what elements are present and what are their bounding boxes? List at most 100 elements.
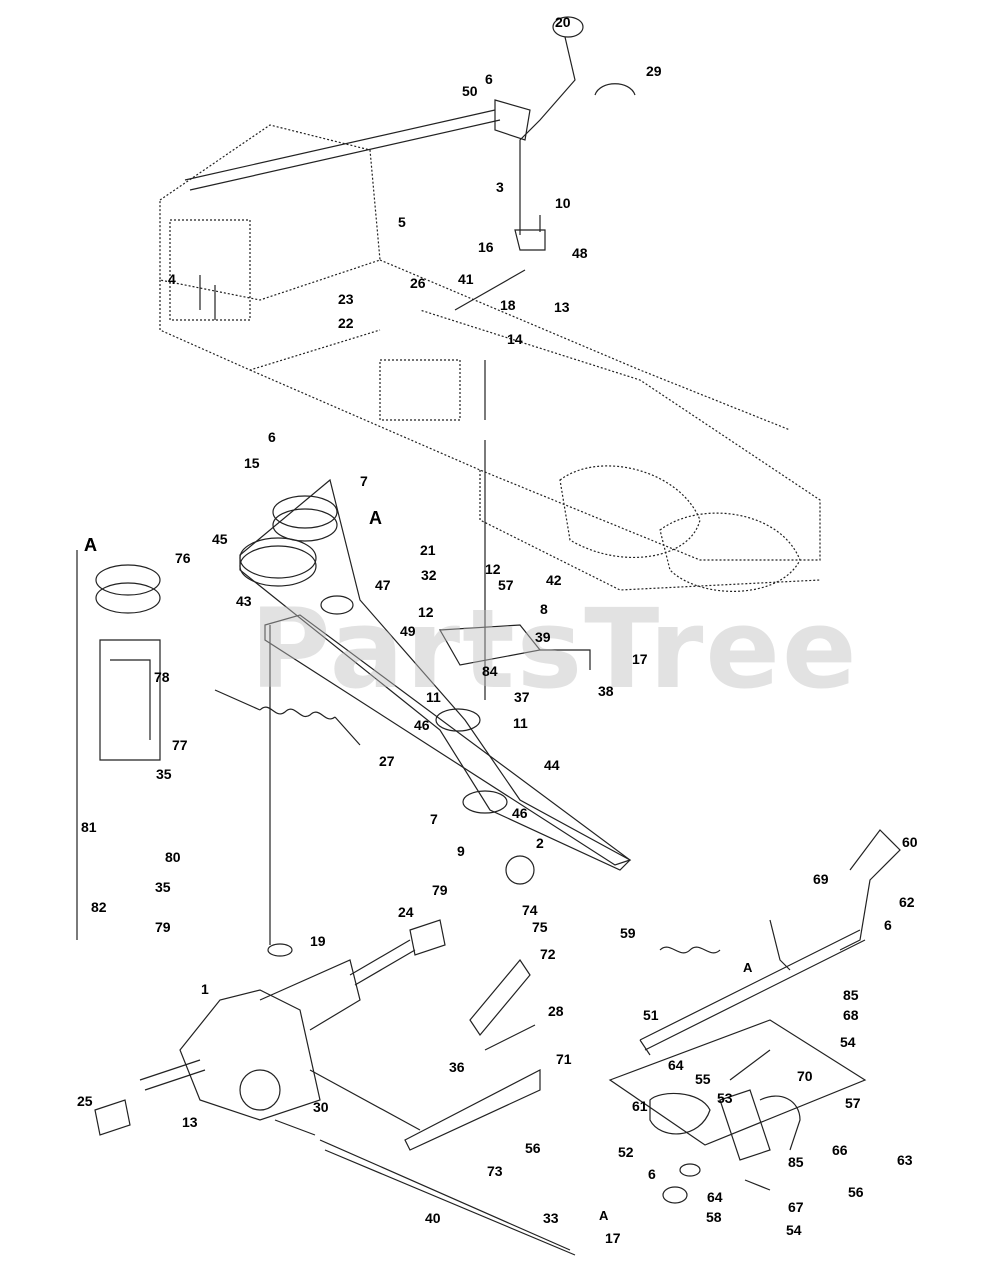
- shift-lever-drawing: [494, 16, 636, 251]
- callout: 15: [244, 455, 260, 471]
- callout: 6: [884, 917, 892, 933]
- callout: 68: [843, 1007, 859, 1023]
- callout: 80: [165, 849, 181, 865]
- callout: 74: [522, 902, 538, 918]
- callout: 7: [360, 473, 368, 489]
- callout: 38: [598, 683, 614, 699]
- callout: 33: [543, 1210, 559, 1226]
- callout: 6: [485, 71, 493, 87]
- callout: 17: [632, 651, 648, 667]
- pedal-drawing: [608, 829, 901, 1204]
- callout: 3: [496, 179, 504, 195]
- callout: 6: [648, 1166, 656, 1182]
- callout: 64: [668, 1057, 684, 1073]
- callout: 22: [338, 315, 354, 331]
- callout: 32: [421, 567, 437, 583]
- callout: 52: [618, 1144, 634, 1160]
- rod-drawing: [540, 649, 591, 670]
- callout: 30: [313, 1099, 329, 1115]
- callout: 23: [338, 291, 354, 307]
- callout: 51: [643, 1007, 659, 1023]
- callout: 40: [425, 1210, 441, 1226]
- callout: 82: [91, 899, 107, 915]
- callout: 79: [155, 919, 171, 935]
- callout: 57: [845, 1095, 861, 1111]
- rod-drawing: [309, 1069, 421, 1131]
- callout: 42: [546, 572, 562, 588]
- callout: 29: [646, 63, 662, 79]
- callout: 37: [514, 689, 530, 705]
- callout: 67: [788, 1199, 804, 1215]
- callout: 48: [572, 245, 588, 261]
- callout: 43: [236, 593, 252, 609]
- callout: 9: [457, 843, 465, 859]
- callout: 46: [512, 805, 528, 821]
- callout: 53: [717, 1090, 733, 1106]
- callout: 69: [813, 871, 829, 887]
- callout: 28: [548, 1003, 564, 1019]
- callout: 24: [398, 904, 414, 920]
- callout: 62: [899, 894, 915, 910]
- callout: 2: [536, 835, 544, 851]
- callout: 47: [375, 577, 391, 593]
- callout: 17: [605, 1230, 621, 1246]
- transaxle-drawing: [94, 919, 446, 1136]
- callout: 63: [897, 1152, 913, 1168]
- callout: 19: [310, 933, 326, 949]
- callout: 36: [449, 1059, 465, 1075]
- shaft-drawing: [184, 109, 501, 191]
- callout: 41: [458, 271, 474, 287]
- spring-drawing: [214, 689, 361, 746]
- callout: 57: [498, 577, 514, 593]
- callout: 71: [556, 1051, 572, 1067]
- callout: 27: [379, 753, 395, 769]
- callout: 7: [430, 811, 438, 827]
- bolt-drawing: [199, 215, 541, 420]
- spring-drawing: [274, 1024, 536, 1136]
- callout: 35: [155, 879, 171, 895]
- rod-drawing: [319, 1139, 576, 1256]
- callout: 70: [797, 1068, 813, 1084]
- callout: 59: [620, 925, 636, 941]
- callout: 35: [156, 766, 172, 782]
- bracket-drawing: [99, 639, 161, 761]
- callout: 73: [487, 1163, 503, 1179]
- callout: 6: [268, 429, 276, 445]
- callout: 55: [695, 1071, 711, 1087]
- bracket-drawing: [404, 1069, 541, 1151]
- callout: 54: [786, 1222, 802, 1238]
- frame-drawing: [159, 124, 821, 592]
- callout: 13: [554, 299, 570, 315]
- callout: 39: [535, 629, 551, 645]
- callout: 46: [414, 717, 430, 733]
- callout: 54: [840, 1034, 856, 1050]
- callout: 16: [478, 239, 494, 255]
- callout: 60: [902, 834, 918, 850]
- callout: 11: [513, 715, 528, 731]
- callout: 14: [507, 331, 523, 347]
- callout: 76: [175, 550, 191, 566]
- callout: 61: [632, 1098, 648, 1114]
- callout: 84: [482, 663, 498, 679]
- callout: 81: [81, 819, 97, 835]
- callout: 18: [500, 297, 516, 313]
- callout: 4: [168, 271, 176, 287]
- section-label: A: [743, 960, 753, 975]
- section-label: A: [84, 535, 97, 555]
- callout: 25: [77, 1093, 93, 1109]
- belt-drawing: [264, 614, 632, 866]
- callout: 58: [706, 1209, 722, 1225]
- leader-line: [269, 440, 486, 945]
- callout: 21: [420, 542, 436, 558]
- callout: 75: [532, 919, 548, 935]
- callout: 85: [843, 987, 859, 1003]
- callout: 56: [848, 1184, 864, 1200]
- callout: 79: [432, 882, 448, 898]
- section-label: A: [369, 508, 382, 528]
- callout: 85: [788, 1154, 804, 1170]
- callout: 72: [540, 946, 556, 962]
- section-label: A: [599, 1208, 609, 1223]
- callout: 12: [418, 604, 434, 620]
- section-label: A: [84, 535, 97, 555]
